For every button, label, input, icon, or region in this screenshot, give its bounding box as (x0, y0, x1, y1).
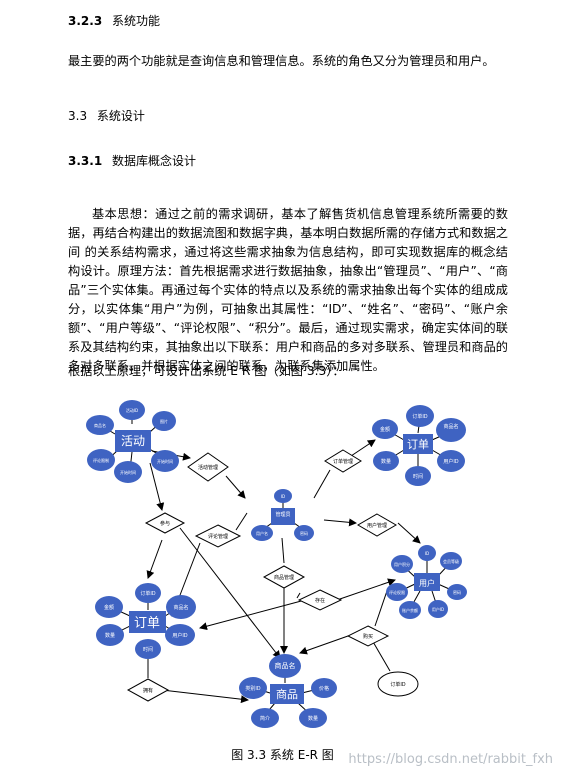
relation-label: 订单管理 (333, 458, 353, 465)
attr-label: 开始时间 (120, 469, 136, 475)
attr-label: 时间 (413, 473, 423, 480)
relation-label: 参与 (160, 520, 170, 527)
attr-label: 密码 (300, 530, 308, 536)
attr-label: 价格 (319, 685, 329, 692)
attr-label: 商品名 (275, 661, 296, 670)
section-number: 3.3.1 (68, 154, 103, 168)
entity-admin: 管理员 (275, 511, 290, 518)
entity-order: 订单 (407, 438, 429, 451)
attr-label: 账户余额 (402, 607, 418, 613)
heading-3-3: 3.3 系统设计 (68, 107, 145, 124)
attr-label: 金额 (380, 426, 390, 433)
paragraph-functions: 最主要的两个功能就是查询信息和管理信息。系统的角色又分为管理员和用户。 (68, 52, 508, 70)
attr-label: 数量 (308, 715, 318, 722)
product-entity-group: 商品 商品名 类别ID 价格 简介 数量 (239, 654, 337, 728)
relation-label: 活动管理 (198, 464, 218, 471)
attr-label: 用户ID (172, 632, 187, 639)
section-title: 数据库概念设计 (112, 154, 197, 168)
paragraph-principle: 基本思想：通过之前的需求调研，基本了解售货机信息管理系统所需要的数据，再结合构建… (68, 207, 508, 373)
relation-label: 商品管理 (274, 574, 294, 581)
attr-label: 类别ID (245, 685, 260, 692)
activity-entity-group: 活动 活动ID 图片 商品名 评论限制 开始时间 开始时间 (86, 400, 179, 483)
section-number: 3.2.3 (68, 14, 103, 28)
attr-label: 活动ID (126, 407, 138, 413)
relationship-labels: 活动管理 订单管理 用户管理 参与 评论管理 商品管理 存在 购买 拥有 (143, 458, 387, 694)
relation-label: 用户管理 (367, 522, 387, 529)
attr-label: ID (281, 494, 285, 499)
admin-entity-group: 管理员 ID 用户名 密码 (251, 489, 314, 541)
order-id-attr-ellipse (377, 671, 419, 697)
relationship-lines (146, 439, 421, 704)
attr-label: 开始时间 (157, 458, 173, 464)
relationship-diamonds (126, 449, 397, 702)
attr-label: 商品名 (443, 423, 458, 430)
attr-label: 订单ID (412, 413, 427, 420)
attr-label: 用户名 (256, 530, 268, 536)
entity-activity: 活动 (121, 434, 145, 448)
heading-3-3-1: 3.3.1 数据库概念设计 (68, 152, 196, 169)
section-number: 3.3 (68, 109, 88, 123)
attr-label: 密码 (453, 589, 461, 595)
order-top-entity-group: 订单 订单ID 商品名 金额 用户ID 数量 时间 (372, 405, 466, 486)
relation-label: 购买 (363, 633, 373, 640)
er-diagram: 活动 活动ID 图片 商品名 评论限制 开始时间 开始时间 订单 订单ID 商品… (86, 400, 467, 728)
relation-label: 存在 (315, 597, 325, 604)
attr-label: 订单ID (390, 681, 405, 688)
section-title: 系统功能 (112, 14, 161, 28)
attr-label: ID (425, 551, 429, 556)
attr-label: 数量 (381, 458, 391, 465)
entity-order: 订单 (134, 616, 160, 631)
relation-label: 评论管理 (208, 533, 228, 540)
attr-label: 图片 (160, 418, 168, 424)
entity-product: 商品 (276, 687, 298, 701)
section-title: 系统设计 (96, 109, 145, 123)
paragraph-text: 最主要的两个功能就是查询信息和管理信息。系统的角色又分为管理员和用户。 (68, 54, 495, 68)
attr-label: 简介 (260, 715, 270, 722)
paragraph-er-intro: 根据以上原理，可设计出系统 E R 图（如图 3.3）： (68, 364, 345, 378)
order-left-entity-group: 订单 订单ID 金额 商品名 数量 用户ID 时间 (95, 583, 196, 659)
attr-label: 评论限制 (93, 457, 109, 463)
attr-label: 商品名 (173, 604, 188, 611)
entity-user: 用户 (419, 578, 435, 588)
attr-label: 订单ID (140, 590, 155, 597)
attr-label: 用户ID (432, 606, 444, 612)
heading-3-2-3: 3.2.3 系统功能 (68, 12, 160, 29)
figure-caption: 图 3.3 系统 E-R 图 (231, 748, 334, 762)
attr-label: 用户积分 (394, 561, 410, 567)
attr-label: 商品名 (94, 422, 106, 428)
attr-label: 评论权限 (389, 589, 405, 595)
watermark: https://blog.csdn.net/rabbit_fxh (348, 752, 553, 767)
attr-label: 时间 (143, 646, 153, 653)
user-entity-group: 用户 ID 会员等级 用户积分 评论权限 密码 账户余额 用户ID (386, 545, 467, 619)
attr-label: 金额 (104, 604, 114, 611)
relation-label: 拥有 (143, 687, 153, 694)
attr-label: 用户ID (443, 458, 458, 465)
attr-label: 会员等级 (443, 558, 459, 564)
attr-label: 数量 (105, 632, 115, 639)
